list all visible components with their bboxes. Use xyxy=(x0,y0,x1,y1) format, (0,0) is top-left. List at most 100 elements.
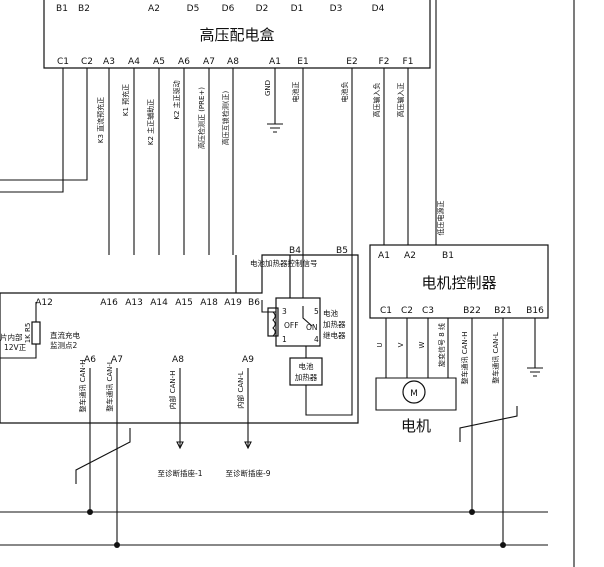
bms-pin-A13: A13 xyxy=(125,298,143,308)
hv-pin-A2: A2 xyxy=(148,4,160,14)
heater-name-2: 加热器 xyxy=(295,372,318,382)
motor-label: 电机 xyxy=(401,417,431,435)
hv-pin-A8: A8 xyxy=(227,57,239,67)
bms-pin-B6: B6 xyxy=(248,298,260,308)
hv-pin-A7: A7 xyxy=(203,57,215,67)
bms-pin-A6: A6 xyxy=(84,355,96,365)
battery-heater: 电池 加热器 xyxy=(289,357,323,386)
relay-on-label: ON xyxy=(306,323,318,332)
mc-v-label: V xyxy=(397,342,405,347)
signal-label-a8: 高压互锁检测(正) xyxy=(221,91,230,146)
hv-pin-E2: E2 xyxy=(346,57,357,67)
dc-charge-label-2: 监测点2 xyxy=(50,340,77,350)
hv-pin-A5: A5 xyxy=(153,57,165,67)
relay-name-3: 继电器 xyxy=(323,330,346,340)
mc-can-l-label: 整车通讯 CAN-L xyxy=(491,332,500,384)
signal-label-f1: 高压输入正 xyxy=(396,83,405,118)
relay-name-2: 加热器 xyxy=(323,319,346,329)
mc-can-h-label: 整车通讯 CAN-H xyxy=(460,332,469,385)
signal-label-f2: 高压输入负 xyxy=(372,83,381,118)
hv-distribution-box: 高压配电盒 B1 B2 A2 D5 D6 D2 D1 D3 D4 C1 C2 A… xyxy=(43,0,431,69)
signal-label-a7: 高压检测正 (PRE+) xyxy=(197,87,206,149)
motor-symbol: M xyxy=(410,389,418,399)
motor-controller-title: 电机控制器 xyxy=(421,274,496,292)
resistor-label: 1K R5 xyxy=(24,323,32,344)
mc-pin-B22: B22 xyxy=(463,306,481,316)
internal-label-2: 12V正 xyxy=(4,343,27,352)
mc-pin-C3: C3 xyxy=(422,306,434,316)
wires xyxy=(0,0,575,567)
internal-can-h-label: 内部 CAN-H xyxy=(168,371,177,410)
hv-pin-A1: A1 xyxy=(269,57,281,67)
motor-controller-box: A1 A2 B1 电机控制器 C1 C2 C3 B22 B21 B16 U V … xyxy=(369,244,549,385)
relay-pin-1: 1 xyxy=(282,335,287,344)
mc-pin-B16: B16 xyxy=(526,306,544,316)
signal-label-a4: K1 预充正 xyxy=(121,84,130,116)
hv-box-title: 高压配电盒 xyxy=(199,26,274,44)
motor: M 电机 xyxy=(401,380,431,435)
internal-label-1: 片内部 xyxy=(0,332,23,342)
hv-pin-E1: E1 xyxy=(297,57,308,67)
hv-pin-A6: A6 xyxy=(178,57,190,67)
bms-box: B4 B5 电池加热器控制信号 A12 A16 A13 A14 A15 A18 … xyxy=(0,246,359,424)
hv-pin-A4: A4 xyxy=(128,57,140,67)
hv-pin-D4: D4 xyxy=(372,4,385,14)
heater-name-1: 电池 xyxy=(299,361,314,371)
bms-pin-B5: B5 xyxy=(336,246,348,256)
bms-pin-A9: A9 xyxy=(242,355,254,365)
signal-label-a6: K2 主正驱动 xyxy=(172,80,181,119)
internal-can-l-label: 内部 CAN-L xyxy=(236,371,245,409)
bms-pin-A8: A8 xyxy=(172,355,184,365)
bms-pin-A18: A18 xyxy=(200,298,218,308)
relay-pin-5: 5 xyxy=(314,307,319,316)
hv-pin-B1: B1 xyxy=(56,4,68,14)
relay-off-label: OFF xyxy=(284,321,299,330)
mc-pin-A2: A2 xyxy=(404,251,416,261)
hv-pin-D3: D3 xyxy=(330,4,343,14)
mc-w-label: W xyxy=(418,341,426,348)
signal-label-a1: GND xyxy=(264,80,272,96)
mc-pin-A1: A1 xyxy=(378,251,390,261)
hv-pin-A3: A3 xyxy=(103,57,115,67)
bms-can-h-label: 整车通讯 CAN-H xyxy=(78,360,87,413)
mc-pin-C1: C1 xyxy=(380,306,392,316)
heater-relay: 3 5 1 4 OFF ON 电池 加热器 继电器 xyxy=(267,297,346,347)
signal-label-e2: 电池负 xyxy=(340,82,349,103)
signal-label-a5: K2 主正辅助正 xyxy=(146,99,155,145)
bms-pin-A16: A16 xyxy=(100,298,118,308)
bms-pin-B4: B4 xyxy=(289,246,301,256)
relay-pin-4: 4 xyxy=(314,335,319,344)
diag-label-2: 至诊断插座-9 xyxy=(226,468,271,478)
signal-label-e1: 电池正 xyxy=(291,82,300,103)
bms-pin-A7: A7 xyxy=(111,355,123,365)
hv-signal-labels: K3 直流预充正 K1 预充正 K2 主正辅助正 K2 主正驱动 高压检测正 (… xyxy=(96,80,445,236)
signal-label-a3: K3 直流预充正 xyxy=(96,97,105,143)
relay-name-1: 电池 xyxy=(323,308,338,318)
mc-rotary-label: 旋变信号 8 线 xyxy=(437,323,446,367)
junction-dots xyxy=(87,509,506,548)
hv-pin-D2: D2 xyxy=(256,4,269,14)
hv-pin-D1: D1 xyxy=(291,4,304,14)
mc-pin-B1: B1 xyxy=(442,251,454,261)
hv-pin-F2: F2 xyxy=(379,57,390,67)
bms-can-l-label: 整车通讯 CAN-L xyxy=(105,360,114,412)
mc-u-label: U xyxy=(376,342,384,347)
hv-pin-C2: C2 xyxy=(81,57,93,67)
hv-pin-D5: D5 xyxy=(187,4,200,14)
bms-pin-A15: A15 xyxy=(175,298,193,308)
signal-label-mc-b1: 低压电源正 xyxy=(436,201,445,236)
bms-pin-A14: A14 xyxy=(150,298,168,308)
dc-charge-label-1: 直流充电 xyxy=(50,330,80,340)
diag-label-1: 至诊断插座-1 xyxy=(158,468,203,478)
hv-pin-C1: C1 xyxy=(57,57,69,67)
hv-pin-B2: B2 xyxy=(78,4,90,14)
bms-pin-A19: A19 xyxy=(224,298,242,308)
hv-pin-D6: D6 xyxy=(222,4,235,14)
mc-pin-B21: B21 xyxy=(494,306,512,316)
mc-pin-C2: C2 xyxy=(401,306,413,316)
hv-pin-F1: F1 xyxy=(403,57,414,67)
relay-pin-3: 3 xyxy=(282,307,287,316)
bms-pin-A12: A12 xyxy=(35,298,53,308)
heater-control-signal: 电池加热器控制信号 xyxy=(250,258,318,268)
